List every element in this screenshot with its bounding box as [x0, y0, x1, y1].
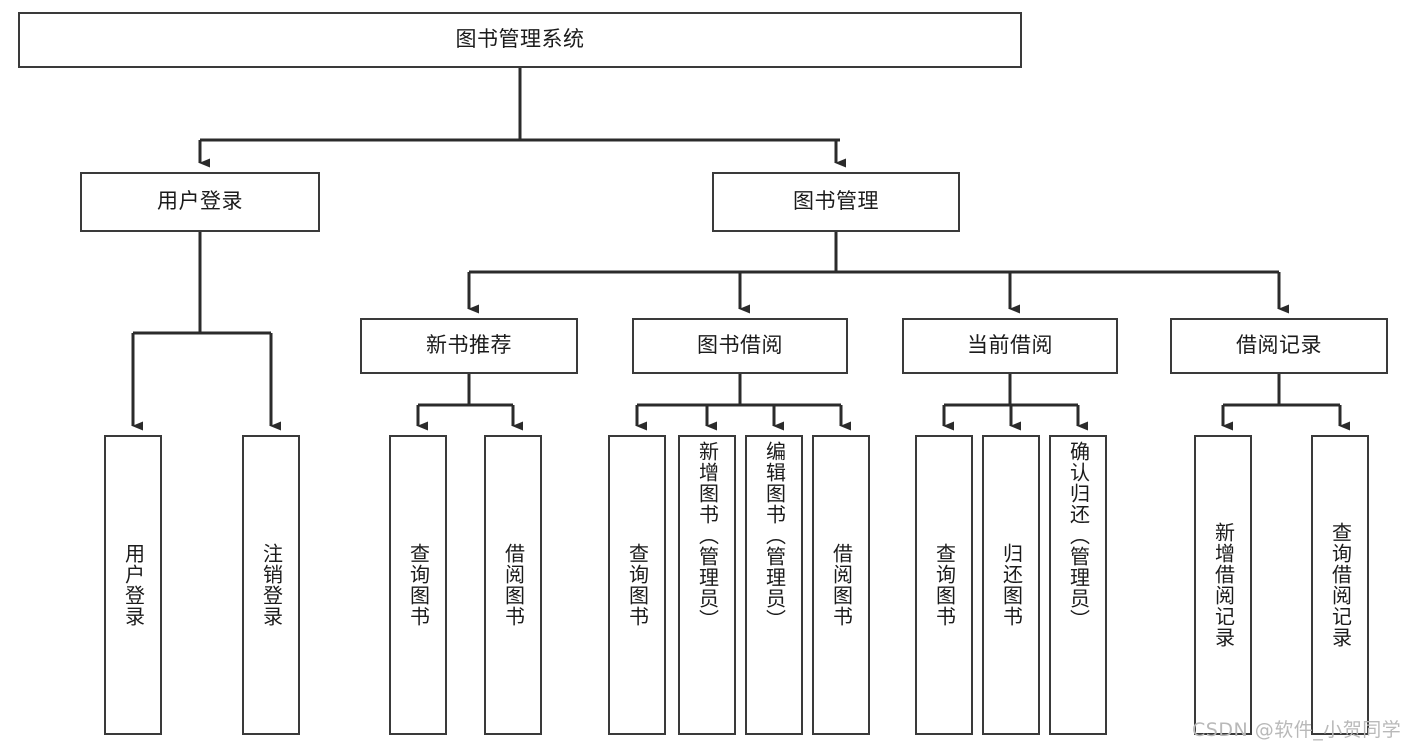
node-leaf-borrow-book-2-label: 借阅图书 — [829, 543, 854, 627]
edges-borrow-record-to-leaves — [1221, 374, 1350, 431]
node-book-borrow-label: 图书借阅 — [697, 333, 783, 358]
node-current-borrow[interactable]: 当前借阅 — [902, 318, 1118, 374]
node-book-manage[interactable]: 图书管理 — [712, 172, 960, 232]
node-leaf-logout-login[interactable]: 注销登录 — [242, 435, 300, 735]
edges-root-to-level2 — [198, 68, 846, 168]
node-leaf-query-book-2-label: 查询图书 — [625, 543, 650, 627]
node-leaf-borrow-book-1-label: 借阅图书 — [501, 543, 526, 627]
node-leaf-user-login[interactable]: 用户登录 — [104, 435, 162, 735]
node-borrow-record-label: 借阅记录 — [1236, 333, 1322, 358]
node-leaf-add-borrow-record[interactable]: 新增借阅记录 — [1194, 435, 1252, 735]
node-new-book-recommend[interactable]: 新书推荐 — [360, 318, 578, 374]
edges-new-book-recommend-to-leaves — [416, 374, 523, 431]
node-root-label: 图书管理系统 — [455, 27, 585, 52]
node-leaf-edit-book-admin[interactable]: 编辑图书（管理员） — [745, 435, 803, 735]
node-leaf-query-book-3-label: 查询图书 — [932, 543, 957, 627]
node-leaf-borrow-book-1[interactable]: 借阅图书 — [484, 435, 542, 735]
node-book-manage-label: 图书管理 — [793, 189, 879, 214]
node-leaf-query-book-3[interactable]: 查询图书 — [915, 435, 973, 735]
node-leaf-user-login-label: 用户登录 — [121, 543, 146, 627]
node-leaf-query-book-1[interactable]: 查询图书 — [389, 435, 447, 735]
edges-current-borrow-to-leaves — [942, 374, 1088, 431]
node-leaf-query-book-2[interactable]: 查询图书 — [608, 435, 666, 735]
node-borrow-record[interactable]: 借阅记录 — [1170, 318, 1388, 374]
node-current-borrow-label: 当前借阅 — [967, 333, 1053, 358]
node-user-login-label: 用户登录 — [157, 189, 243, 214]
node-book-borrow[interactable]: 图书借阅 — [632, 318, 848, 374]
node-leaf-confirm-return-admin[interactable]: 确认归还（管理员） — [1049, 435, 1107, 735]
node-user-login[interactable]: 用户登录 — [80, 172, 320, 232]
node-leaf-edit-book-admin-label: 编辑图书（管理员） — [762, 441, 787, 630]
csdn-watermark: CSDN @软件_小贺同学 — [1192, 719, 1402, 741]
node-leaf-add-book-admin-label: 新增图书（管理员） — [695, 441, 720, 630]
node-leaf-query-book-1-label: 查询图书 — [406, 543, 431, 627]
node-leaf-return-book[interactable]: 归还图书 — [982, 435, 1040, 735]
node-leaf-query-borrow-record-label: 查询借阅记录 — [1328, 522, 1353, 648]
edges-book-borrow-to-leaves — [635, 374, 851, 431]
node-new-book-recommend-label: 新书推荐 — [426, 333, 512, 358]
node-root[interactable]: 图书管理系统 — [18, 12, 1022, 68]
node-leaf-logout-login-label: 注销登录 — [259, 543, 284, 627]
edges-book-manage-to-level3 — [467, 232, 1289, 314]
edges-user-login-to-leaves — [131, 232, 281, 431]
node-leaf-confirm-return-admin-label: 确认归还（管理员） — [1066, 441, 1091, 630]
node-leaf-add-book-admin[interactable]: 新增图书（管理员） — [678, 435, 736, 735]
node-leaf-return-book-label: 归还图书 — [999, 543, 1024, 627]
node-leaf-borrow-book-2[interactable]: 借阅图书 — [812, 435, 870, 735]
node-leaf-add-borrow-record-label: 新增借阅记录 — [1211, 522, 1236, 648]
node-leaf-query-borrow-record[interactable]: 查询借阅记录 — [1311, 435, 1369, 735]
